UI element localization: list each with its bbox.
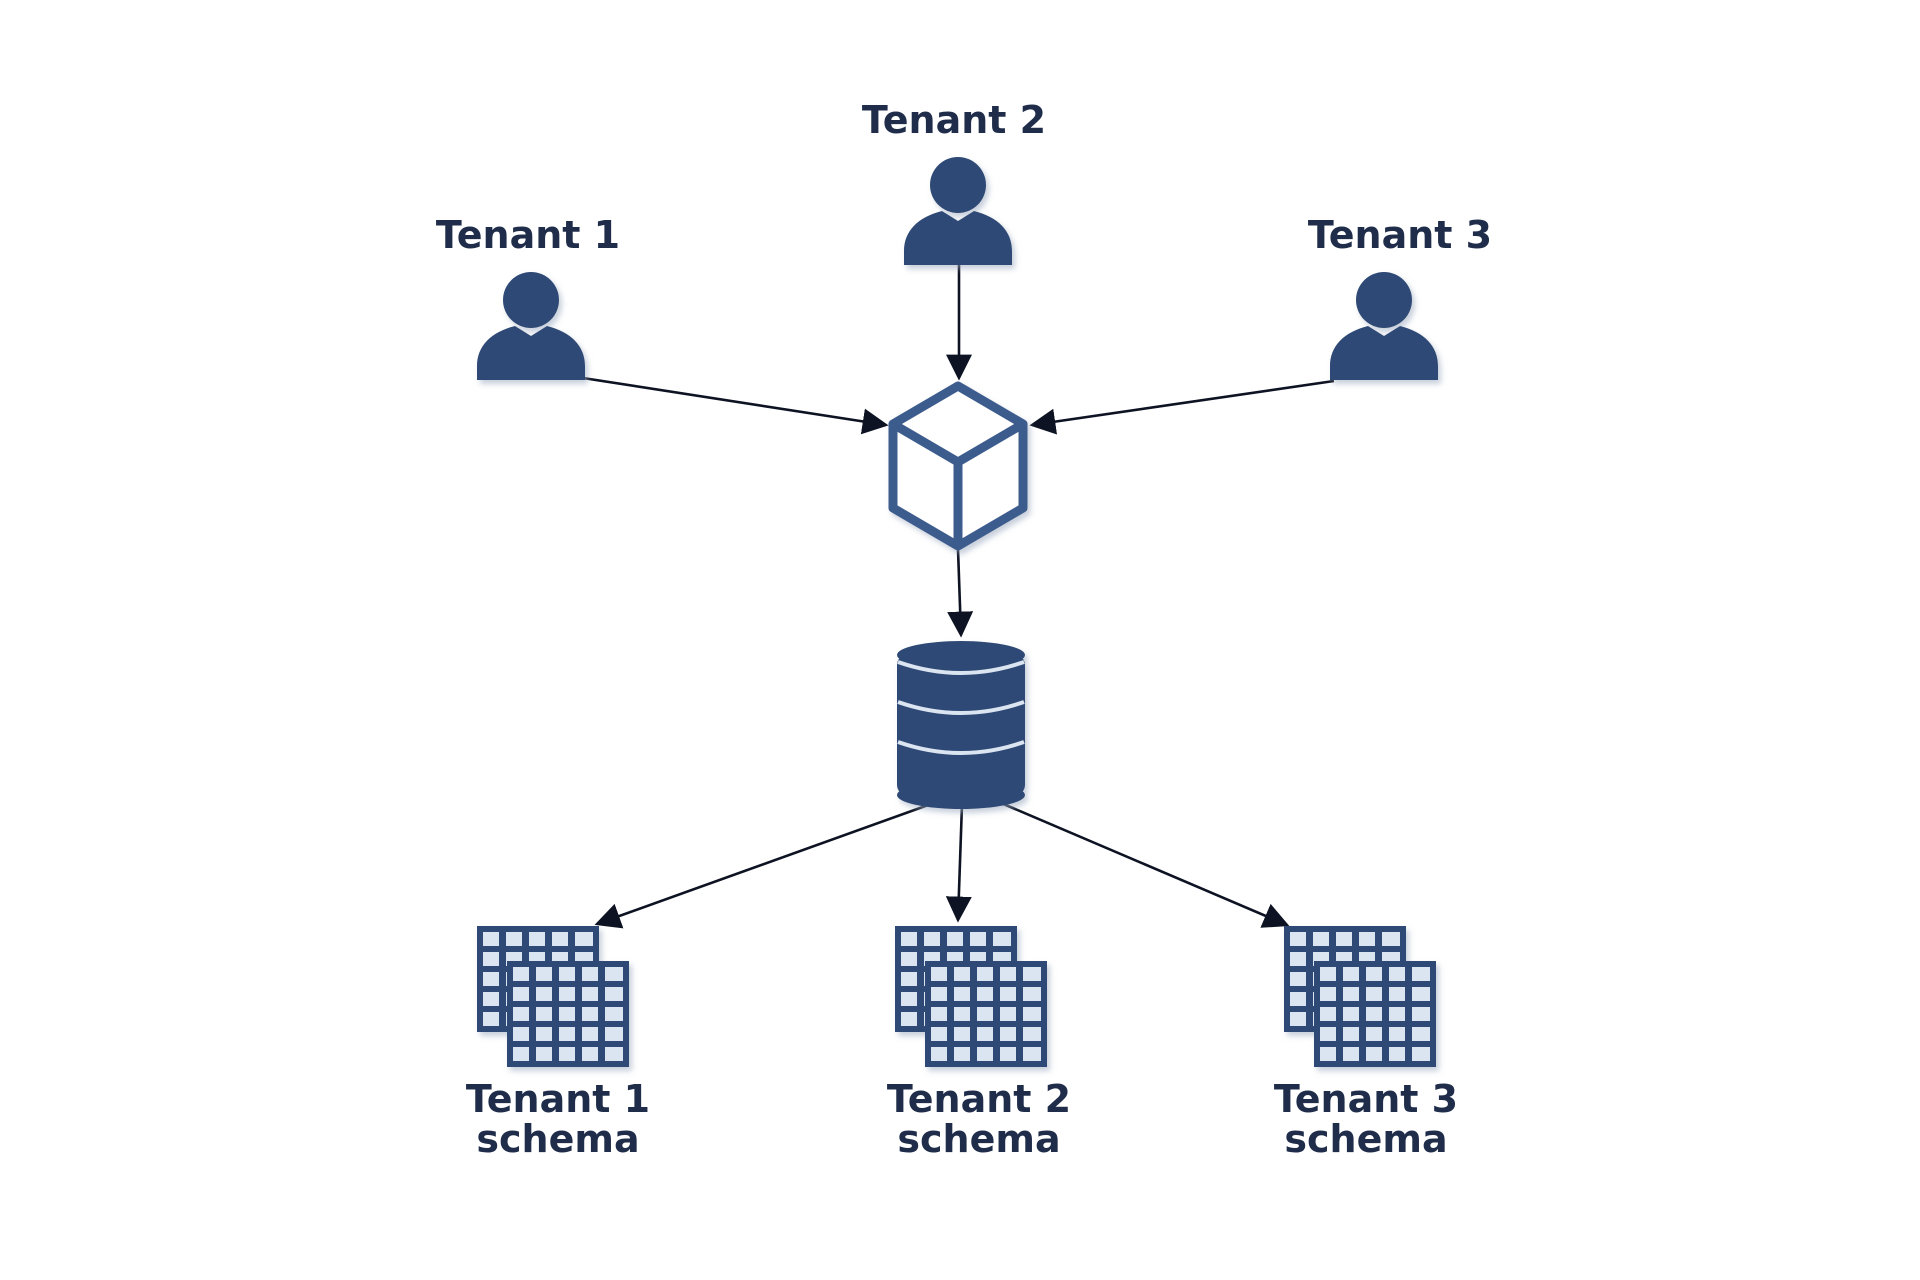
user-icon [477,272,585,380]
tenant-1-schema-label-line2: schema [476,1117,639,1161]
table-grid-icon [1284,926,1436,1067]
edge-tenant3-to-app [1029,379,1335,435]
tenant-3-schema-label-line2: schema [1284,1117,1447,1161]
tenant-2-schema-node[interactable]: Tenant 2 schema [887,926,1071,1161]
tenant-2-schema-label-line1: Tenant 2 [887,1077,1071,1121]
database-icon [897,641,1025,809]
tenant-1-schema-label-line1: Tenant 1 [466,1077,650,1121]
edge-database-to-schema3 [993,798,1290,928]
edges [582,265,1335,929]
tenant-3-node[interactable]: Tenant 3 [1308,213,1492,380]
database-node[interactable] [897,641,1025,809]
edge-tenant1-to-app [582,376,889,435]
tenant-2-label: Tenant 2 [862,98,1046,142]
edge-database-to-schema1 [594,802,932,929]
user-icon [1330,272,1438,380]
tenant-3-schema-label-line1: Tenant 3 [1274,1077,1458,1121]
edge-app-to-database [947,548,974,638]
tenant-2-schema-label-line2: schema [897,1117,1060,1161]
tenant-1-node[interactable]: Tenant 1 [436,213,620,380]
tenant-1-schema-node[interactable]: Tenant 1 schema [466,926,650,1161]
table-grid-icon [477,926,629,1067]
tenant-3-schema-node[interactable]: Tenant 3 schema [1274,926,1458,1161]
cube-icon [888,381,1028,551]
edge-database-to-schema2 [945,803,972,923]
tenant-2-node[interactable]: Tenant 2 [862,98,1046,265]
tenant-1-label: Tenant 1 [436,213,620,257]
table-grid-icon [895,926,1047,1067]
application-node[interactable] [888,381,1028,551]
user-icon [904,157,1012,265]
tenant-3-label: Tenant 3 [1308,213,1492,257]
